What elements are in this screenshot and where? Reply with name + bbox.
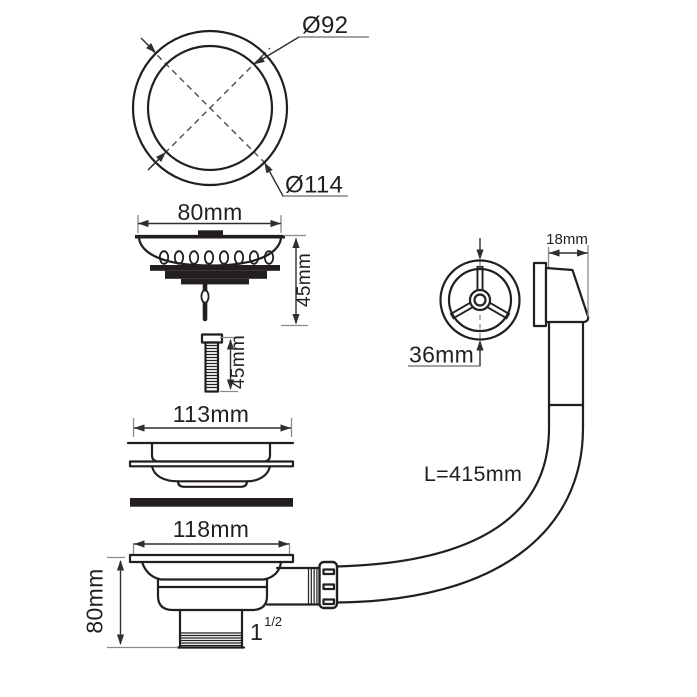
- dimension-80mm-width: 80mm: [137, 199, 282, 233]
- screw-threads: [205, 344, 218, 389]
- nut-slots: [322, 568, 336, 606]
- hose-outer-edge: [335, 403, 585, 604]
- arrowhead: [116, 560, 125, 571]
- label-elbow-depth: 18mm: [546, 231, 588, 248]
- arrowhead: [549, 249, 560, 257]
- overflow-hose: L=415mm: [318, 403, 585, 610]
- body-flange: [128, 553, 295, 564]
- bottom-thread-lines: [180, 632, 242, 647]
- screw-head: [200, 333, 224, 344]
- elbow-body: [544, 266, 590, 324]
- waste-body-view: 118mm 11/2: [82, 516, 322, 649]
- top-view-dimension-92: Ø92: [147, 12, 369, 171]
- dimension-45mm-strainer: 45mm: [281, 234, 315, 327]
- label-screw-length: 45mm: [228, 335, 249, 389]
- arrowhead: [292, 314, 300, 325]
- label-hose-length: L=415mm: [424, 462, 522, 486]
- rosette-hub: [468, 288, 492, 312]
- thread-size-label: 11/2: [250, 614, 282, 645]
- rosette-hub-hole: [473, 293, 487, 307]
- plug-base-tier-1: [150, 265, 280, 271]
- arrowhead: [134, 540, 145, 548]
- top-view-dimension-114: Ø114: [140, 37, 348, 199]
- overflow-rosette: 36mm: [408, 238, 521, 368]
- centerline-diagonal-2: [149, 47, 271, 169]
- plug-pin-eyelet: [200, 289, 210, 304]
- arrowhead: [278, 540, 289, 548]
- label-strainer-height: 45mm: [294, 253, 315, 307]
- strainer-side-view: 80mm: [135, 199, 315, 327]
- label-inner-diameter: Ø92: [302, 12, 348, 39]
- flange-body: [150, 442, 272, 463]
- bottom-threaded-outlet: [176, 608, 246, 649]
- fixing-screw: 45mm: [200, 333, 249, 393]
- arrowhead: [116, 634, 125, 645]
- body-bowl: [140, 560, 283, 581]
- body-shell: [156, 578, 269, 612]
- label-strainer-width: 80mm: [177, 199, 242, 225]
- plug-knob: [198, 230, 223, 236]
- side-outlet-pipe: [265, 566, 322, 606]
- dimension-113mm: 113mm: [132, 401, 293, 437]
- overflow-elbow: 18mm: [532, 231, 590, 407]
- flange-underside-step: [176, 480, 249, 488]
- label-rosette-diameter: 36mm: [409, 342, 474, 368]
- arrowhead: [270, 219, 281, 228]
- label-thread-size: 11/2: [250, 614, 282, 645]
- inner-ring: [146, 44, 274, 172]
- flange-underside-dish: [150, 465, 272, 483]
- hose-inner-edge: [335, 403, 551, 568]
- dimension-36mm: 36mm: [408, 238, 484, 368]
- arrowhead: [134, 424, 145, 432]
- label-flange-width: 113mm: [173, 401, 250, 427]
- arrowhead: [138, 219, 149, 228]
- upper-flange-view: 113mm: [126, 401, 295, 507]
- top-view: Ø92 Ø114: [131, 12, 369, 199]
- plug-perforations: [158, 250, 275, 265]
- dimension-18mm: 18mm: [546, 231, 589, 317]
- gasket-seal: [130, 498, 293, 507]
- plug-base-tier-3: [181, 278, 249, 285]
- dimension-80mm-height: 80mm: [82, 556, 178, 649]
- arrowhead: [476, 249, 484, 260]
- dimension-118mm: 118mm: [132, 516, 291, 562]
- rosette-spokes: [449, 266, 511, 320]
- rosette-outer-ring: [439, 259, 521, 341]
- label-body-height: 80mm: [82, 568, 108, 633]
- rosette-inner-ring: [447, 267, 513, 333]
- outer-ring: [131, 29, 289, 187]
- arrowhead: [292, 237, 300, 248]
- arrowhead: [577, 249, 588, 257]
- elbow-flange-plate: [532, 261, 548, 328]
- arrowhead: [280, 424, 291, 432]
- flange-lip: [128, 460, 295, 468]
- outlet-thread-lines: [307, 568, 318, 605]
- label-body-width: 118mm: [173, 516, 250, 542]
- dimension-45mm-screw: 45mm: [220, 335, 249, 393]
- plug-base-tier-2: [165, 270, 267, 279]
- label-outer-diameter: Ø114: [285, 172, 343, 199]
